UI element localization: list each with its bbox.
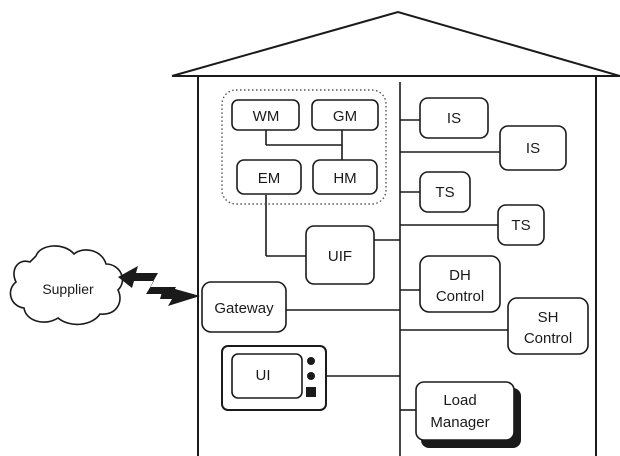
gm-label: GM (333, 108, 357, 125)
em-label: EM (258, 170, 281, 187)
tv-speaker (306, 387, 316, 397)
tv-knob-top (307, 357, 315, 365)
is-node-2: IS (499, 125, 567, 171)
is-label-1: IS (447, 110, 461, 127)
link-arrow-right (160, 287, 200, 306)
tv-screen (231, 353, 303, 399)
connection-lines (265, 82, 508, 456)
supplier-cloud-shape (9, 245, 124, 326)
roof (171, 10, 620, 77)
hm-node: HM (312, 159, 378, 195)
wm-label: WM (253, 108, 280, 125)
dh-control-node: DH Control (419, 255, 501, 313)
house-outline (171, 10, 620, 456)
supplier-label: Supplier (42, 281, 94, 297)
em-node: EM (236, 159, 302, 195)
sh-label-line1: SH (538, 309, 559, 326)
ts-node-2: TS (497, 204, 545, 246)
dh-label-line1: DH (449, 267, 471, 284)
cloud-icon: Supplier (9, 245, 124, 326)
ts-label-2: TS (511, 217, 530, 234)
dh-label-line2: Control (436, 288, 484, 305)
gm-node: GM (311, 99, 379, 131)
link-arrow-left (118, 266, 146, 288)
wm-node: WM (231, 99, 300, 131)
uif-node: UIF (305, 225, 375, 285)
ui-label: UI (256, 367, 271, 384)
lm-label-line1: Load (443, 392, 476, 409)
tv-icon: UI (221, 345, 327, 411)
sh-control-node: SH Control (507, 297, 589, 355)
load-manager-node: Load Manager (415, 381, 521, 448)
gateway-node: Gateway (201, 281, 287, 333)
tv-knob-bottom (307, 372, 315, 380)
sh-label-line2: Control (524, 330, 572, 347)
hm-label: HM (333, 170, 356, 187)
lm-label-line2: Manager (430, 414, 489, 431)
ts-label-1: TS (435, 184, 454, 201)
link-bolt (142, 273, 176, 294)
is-node-1: IS (419, 97, 489, 139)
is-label-2: IS (526, 140, 540, 157)
gateway-label: Gateway (214, 300, 274, 317)
ts-node-1: TS (419, 171, 471, 213)
uif-label: UIF (328, 248, 352, 265)
management-group-boundary (221, 89, 387, 205)
zigzag-wireless-link-icon (118, 266, 200, 306)
